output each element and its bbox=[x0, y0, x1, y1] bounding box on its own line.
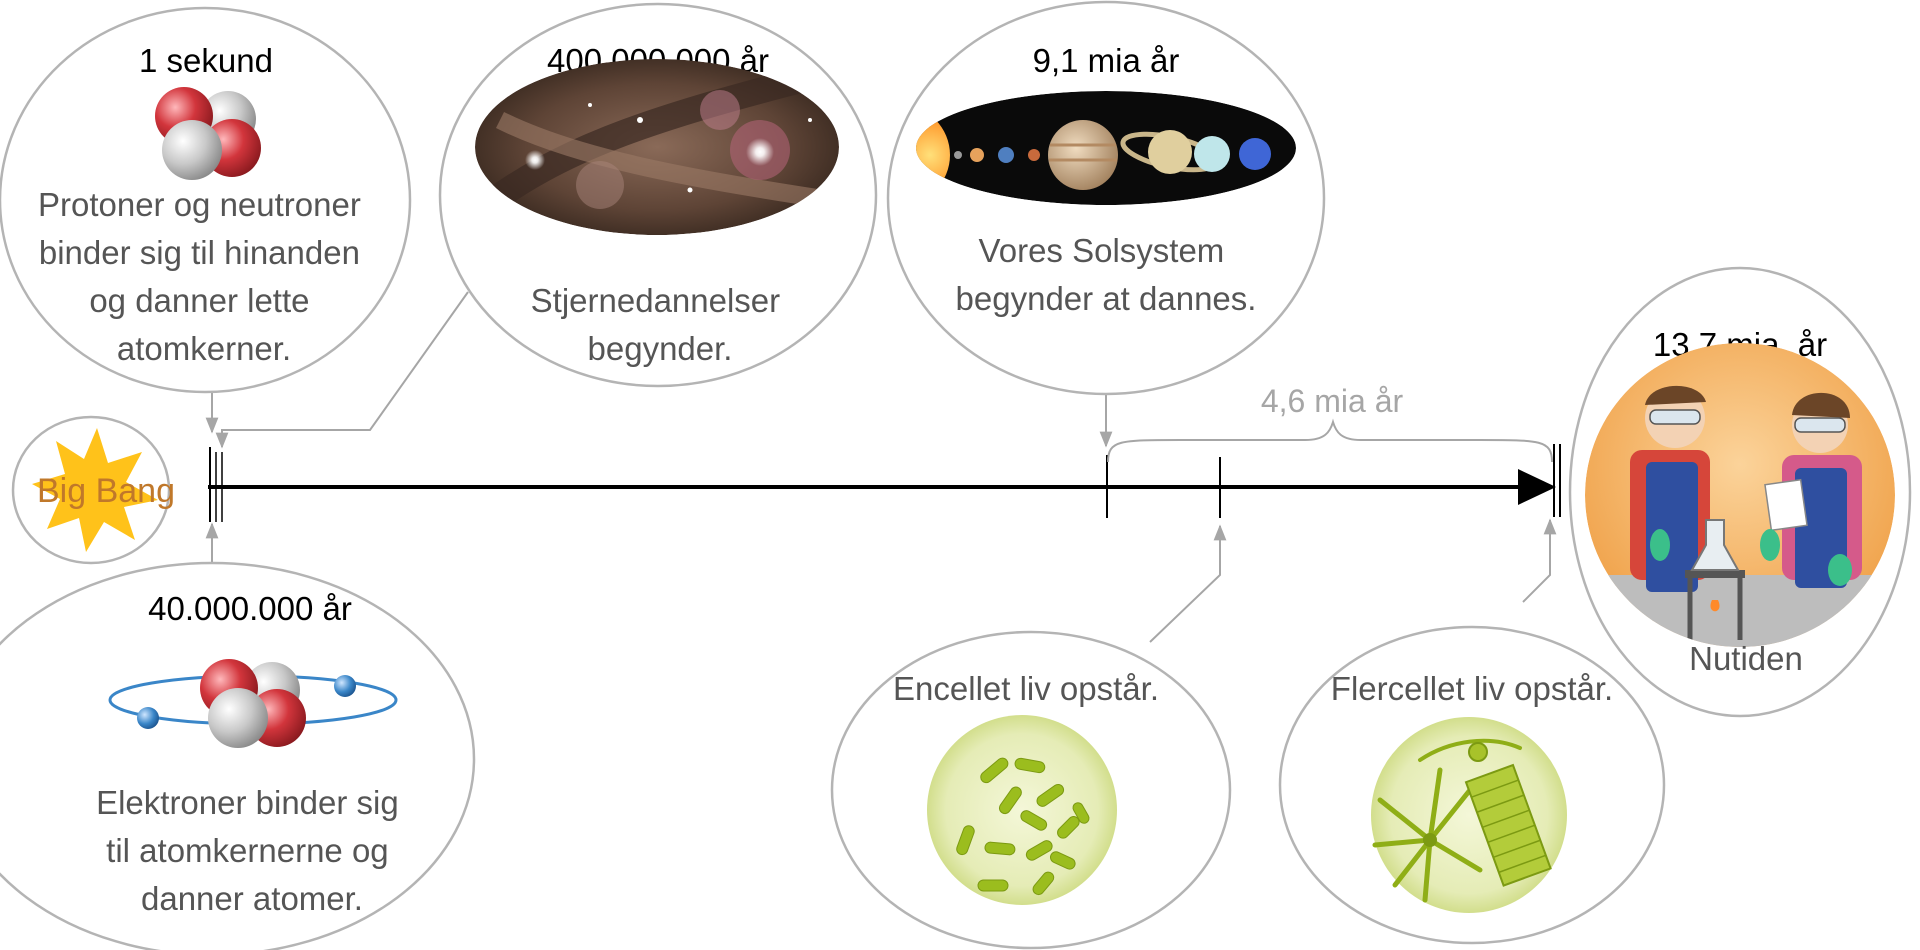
connector-single-cell bbox=[1149, 524, 1227, 643]
four-hundred-million-description: Stjernedannelser begynder. bbox=[531, 282, 790, 367]
solar-system-line-2: begynder at dannes. bbox=[956, 280, 1257, 317]
event-single-cell: Encellet liv opstår. bbox=[830, 630, 1232, 950]
jupiter-icon bbox=[1048, 120, 1118, 190]
four-hundred-million-line-1: Stjernedannelser bbox=[531, 282, 781, 319]
solar-system-time: 9,1 mia år bbox=[1033, 42, 1180, 79]
event-solar-system: 9,1 mia år Vores Solsystem begynder at d… bbox=[886, 0, 1326, 396]
neptune-icon bbox=[1239, 138, 1271, 170]
event-four-hundred-million: 400.000.000 år Stjernedannelser begynder… bbox=[438, 2, 878, 388]
forty-million-description: Elektroner binder sig til atomkernerne o… bbox=[96, 784, 408, 917]
solar-system-line-1: Vores Solsystem bbox=[979, 232, 1225, 269]
four-hundred-million-line-2: begynder. bbox=[588, 330, 733, 367]
algae-colony bbox=[1464, 763, 1552, 887]
event-one-second: 1 sekund Protoner og neutroner binder si… bbox=[0, 6, 412, 394]
forty-million-circle bbox=[0, 561, 476, 950]
one-second-circle bbox=[0, 6, 412, 394]
saturn-icon bbox=[1148, 130, 1192, 174]
big-bang-label: Big Bang bbox=[37, 472, 175, 510]
scientist-left bbox=[1630, 385, 1710, 592]
brace-label: 4,6 mia år bbox=[1261, 383, 1404, 419]
one-second-description: Protoner og neutroner binder sig til hin… bbox=[38, 186, 370, 367]
connector-multi-cell bbox=[1522, 518, 1557, 603]
big-bang-star-icon bbox=[32, 428, 158, 552]
multi-cell-description: Flercellet liv opstår. bbox=[1331, 670, 1613, 707]
uranus-icon bbox=[1194, 136, 1230, 172]
galaxy-image bbox=[475, 59, 839, 235]
curly-brace bbox=[1107, 418, 1553, 463]
solar-system-description: Vores Solsystem begynder at dannes. bbox=[956, 232, 1257, 317]
nucleus-icon bbox=[155, 87, 261, 180]
connector-four-hundred-million bbox=[215, 291, 469, 449]
one-second-line-2: binder sig til hinanden bbox=[39, 234, 360, 271]
event-present: 13,7 mia. år bbox=[1568, 266, 1912, 718]
single-cell-description: Encellet liv opstår. bbox=[893, 670, 1159, 707]
one-second-line-4: atomkerner. bbox=[117, 330, 291, 367]
event-forty-million: 40.000.000 år Elektroner binder sig til … bbox=[0, 561, 476, 950]
event-multi-cell: Flercellet liv opstår. bbox=[1278, 625, 1666, 945]
forty-million-line-3: danner atomer. bbox=[141, 880, 363, 917]
timeline: 4,6 mia år bbox=[208, 383, 1561, 522]
atom-icon bbox=[108, 659, 398, 748]
scientist-right bbox=[1760, 392, 1862, 588]
one-second-time: 1 sekund bbox=[139, 42, 273, 79]
bacteria-image bbox=[927, 715, 1117, 905]
forty-million-line-2: til atomkernerne og bbox=[106, 832, 388, 869]
timeline-arrowhead bbox=[1518, 469, 1556, 505]
present-description: Nutiden bbox=[1689, 640, 1803, 677]
forty-million-line-1: Elektroner binder sig bbox=[96, 784, 399, 821]
big-bang: Big Bang bbox=[11, 415, 175, 565]
one-second-line-1: Protoner og neutroner bbox=[38, 186, 361, 223]
electron-icon bbox=[137, 707, 159, 729]
algae-image bbox=[1371, 717, 1567, 913]
one-second-line-3: og danner lette bbox=[89, 282, 309, 319]
connectors bbox=[205, 291, 1557, 643]
electron-icon bbox=[334, 675, 356, 697]
forty-million-time: 40.000.000 år bbox=[148, 590, 352, 627]
lab-flask bbox=[1685, 519, 1745, 640]
